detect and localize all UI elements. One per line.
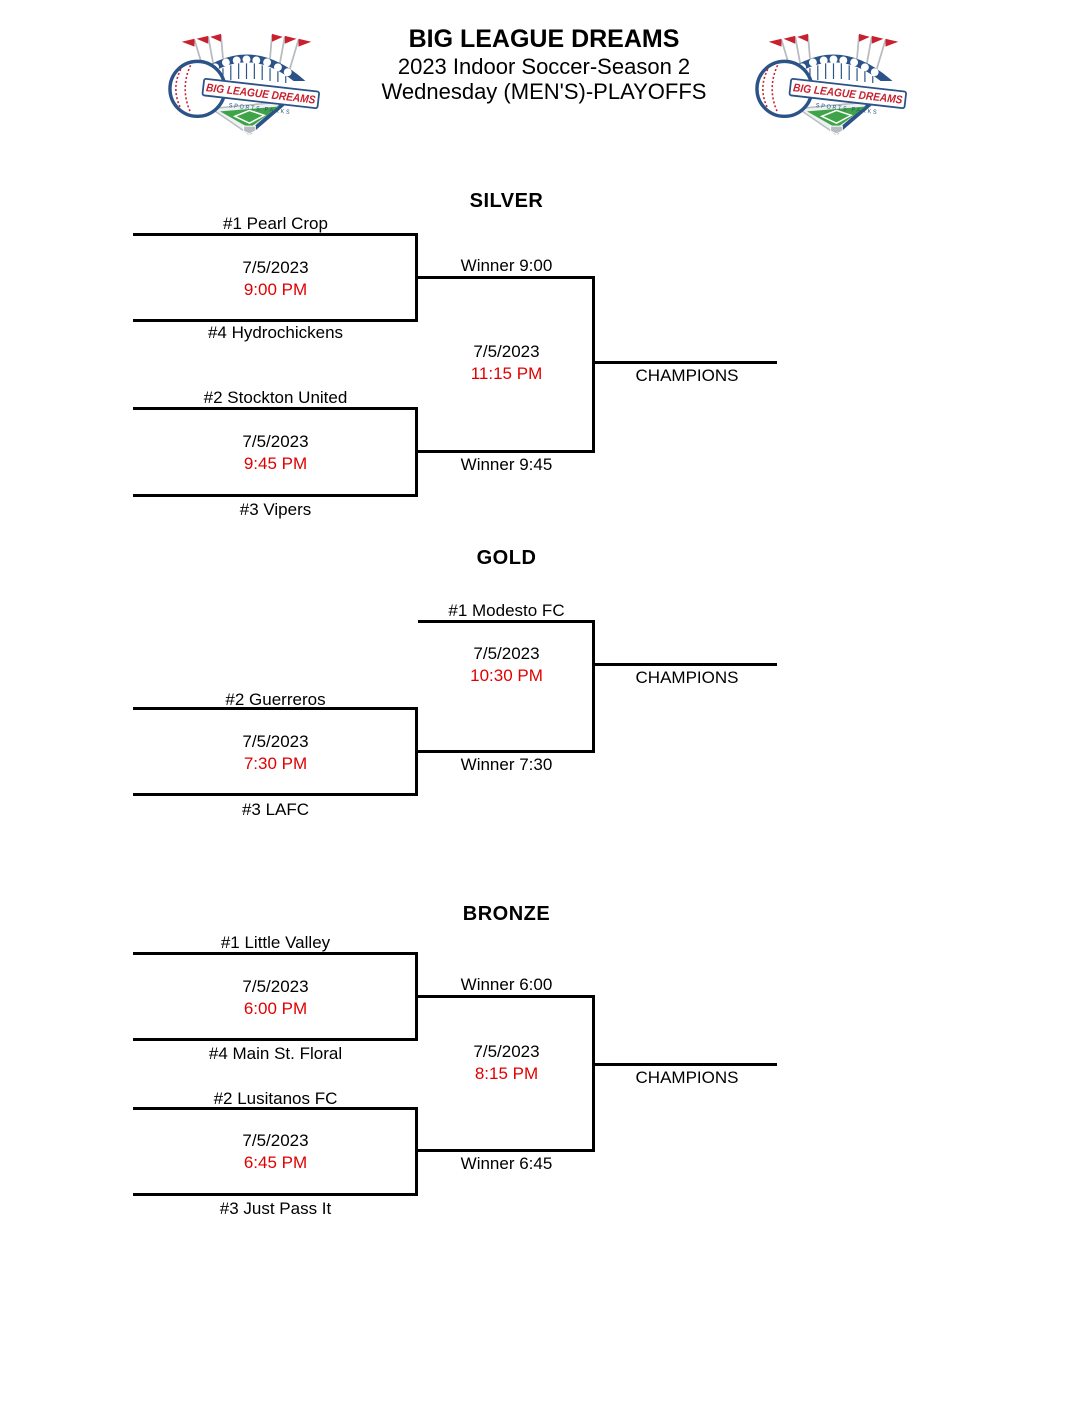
gold-bracket-title: GOLD [476, 547, 537, 569]
gold-m1-bottom-line [133, 793, 418, 796]
silver-m2-bottom-line [133, 494, 418, 497]
silver-m1-bracket-line [415, 233, 418, 322]
bronze-m2-winner-label: Winner 6:45 [460, 1154, 553, 1173]
gold-seed1-team: #1 Modesto FC [448, 601, 565, 620]
bronze-m1-bottom-line [133, 1038, 418, 1041]
silver-m1-winner-label: Winner 9:00 [460, 256, 553, 275]
bronze-m2-date: 7/5/2023 [242, 1131, 309, 1150]
bronze-m1-top-line [133, 952, 418, 955]
gold-seed3-team: #3 LAFC [241, 800, 310, 819]
silver-final-time: 11:15 PM [470, 364, 543, 383]
bronze-seed2-team: #2 Lusitanos FC [213, 1089, 338, 1108]
bronze-m2-time: 6:45 PM [243, 1153, 308, 1172]
bronze-champions-line [592, 1063, 777, 1066]
gold-bye-line [418, 620, 595, 623]
gold-m1-date: 7/5/2023 [242, 732, 309, 751]
bronze-m1-winner-line [418, 995, 595, 998]
silver-bracket-title: SILVER [469, 190, 544, 212]
bronze-m2-top-line [133, 1107, 418, 1110]
bronze-m1-winner-label: Winner 6:00 [460, 975, 553, 994]
silver-m2-winner-line [418, 450, 595, 453]
silver-seed3-team: #3 Vipers [239, 500, 312, 519]
bronze-m2-bracket-line [415, 1107, 418, 1196]
bronze-final-date: 7/5/2023 [473, 1042, 540, 1061]
silver-m2-time: 9:45 PM [243, 454, 308, 473]
bronze-m1-bracket-line [415, 952, 418, 1041]
gold-m1-top-line [133, 707, 418, 710]
gold-m1-winner-label: Winner 7:30 [460, 755, 553, 774]
silver-m1-top-line [133, 233, 418, 236]
gold-champions-line [592, 663, 777, 666]
bronze-seed3-team: #3 Just Pass It [219, 1199, 332, 1218]
bronze-champions-label: CHAMPIONS [635, 1068, 739, 1087]
gold-final-time: 10:30 PM [470, 666, 543, 685]
silver-champions-line [592, 361, 777, 364]
silver-m2-top-line [133, 407, 418, 410]
gold-final-bracket-line [592, 620, 595, 753]
page-subtitle-season: 2023 Indoor Soccer-Season 2 [397, 54, 691, 79]
gold-champions-label: CHAMPIONS [635, 668, 739, 687]
bronze-m2-bottom-line [133, 1193, 418, 1196]
bronze-m1-time: 6:00 PM [243, 999, 308, 1018]
gold-m1-bracket-line [415, 707, 418, 796]
bronze-final-bracket-line [592, 995, 595, 1152]
silver-m2-bracket-line [415, 407, 418, 497]
silver-m2-winner-label: Winner 9:45 [460, 455, 553, 474]
bronze-m1-date: 7/5/2023 [242, 977, 309, 996]
silver-m1-date: 7/5/2023 [242, 258, 309, 277]
silver-seed2-team: #2 Stockton United [203, 388, 348, 407]
silver-champions-label: CHAMPIONS [635, 366, 739, 385]
silver-seed1-team: #1 Pearl Crop [223, 214, 328, 233]
bronze-final-time: 8:15 PM [474, 1064, 539, 1083]
silver-final-bracket-line [592, 276, 595, 453]
gold-m1-time: 7:30 PM [243, 754, 308, 773]
silver-m2-date: 7/5/2023 [242, 432, 309, 451]
silver-m1-bottom-line [133, 319, 418, 322]
bronze-bracket-title: BRONZE [462, 903, 551, 925]
silver-m1-winner-line [418, 276, 595, 279]
gold-final-date: 7/5/2023 [473, 644, 540, 663]
bronze-m2-winner-line [418, 1149, 595, 1152]
bronze-seed1-team: #1 Little Valley [220, 933, 331, 952]
gold-m1-winner-line [418, 750, 595, 753]
gold-seed2-team: #2 Guerreros [225, 690, 326, 709]
silver-m1-time: 9:00 PM [243, 280, 308, 299]
silver-seed4-team: #4 Hydrochickens [207, 323, 344, 342]
page-subtitle-division: Wednesday (MEN'S)-PLAYOFFS [381, 79, 707, 104]
silver-final-date: 7/5/2023 [473, 342, 540, 361]
page-title: BIG LEAGUE DREAMS [408, 25, 680, 53]
bronze-seed4-team: #4 Main St. Floral [208, 1044, 343, 1063]
